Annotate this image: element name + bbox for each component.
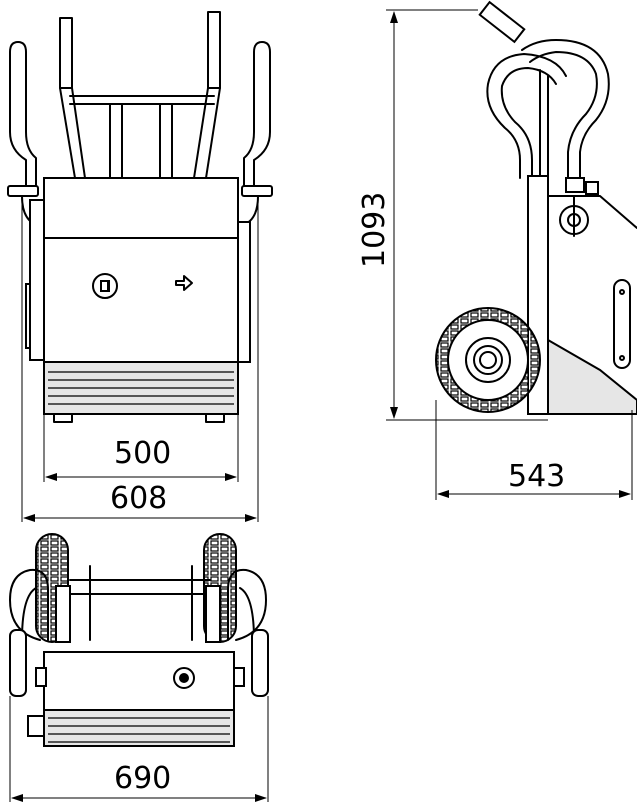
front-dim-outer-label: 608 xyxy=(110,481,167,516)
front-view xyxy=(7,11,273,423)
front-inner-handle-right xyxy=(207,11,221,89)
side-view xyxy=(435,0,637,415)
top-body-lower xyxy=(43,709,235,747)
side-handle-grip xyxy=(478,0,526,44)
top-handle-left xyxy=(9,568,49,641)
side-dim-depth-label: 543 xyxy=(508,459,565,494)
top-cap-icon xyxy=(173,667,195,689)
front-dimensions: 500 608 xyxy=(21,196,259,522)
top-dim-width-label: 690 xyxy=(114,761,171,796)
front-dim-inner-label: 500 xyxy=(114,436,171,471)
top-body-upper xyxy=(43,651,235,711)
top-handle-right xyxy=(227,568,267,641)
front-outer-handle-right xyxy=(243,41,271,187)
side-dimensions: 1093 543 xyxy=(357,9,633,500)
front-inner-handle-left xyxy=(59,17,73,89)
front-outer-handle-left xyxy=(9,41,37,187)
front-upper-panel xyxy=(43,177,239,239)
front-keyhole-icon xyxy=(92,273,118,299)
top-view xyxy=(9,533,269,747)
top-dimensions: 690 xyxy=(9,696,269,802)
front-arrow-icon xyxy=(175,275,193,291)
side-dim-height-label: 1093 xyxy=(357,192,392,268)
side-handle-loop xyxy=(486,53,567,179)
